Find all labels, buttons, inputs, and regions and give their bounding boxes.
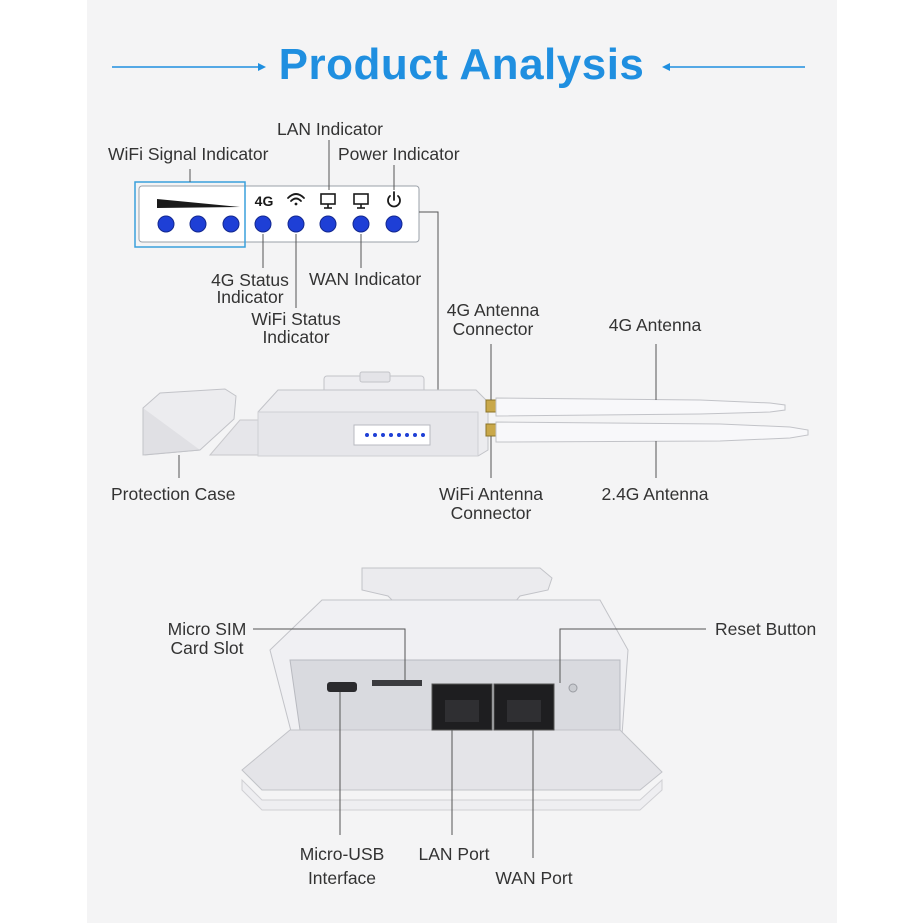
- antenna-4g: [495, 397, 786, 417]
- label-micro-usb-line1: Micro-USB: [299, 844, 385, 864]
- label-wifi-antenna-connector-line2: Connector: [450, 503, 532, 523]
- label-wifi-signal-indicator: WiFi Signal Indicator: [108, 144, 269, 164]
- led-signal-2: [189, 215, 207, 233]
- label-lan-port: LAN Port: [418, 844, 490, 864]
- label-4g-status-line1: 4G Status: [211, 270, 289, 290]
- led-row: [157, 215, 403, 233]
- label-wifi-antenna-connector-line1: WiFi Antenna: [438, 484, 544, 504]
- signal-bars-icon: [157, 199, 240, 208]
- router-side-view: [142, 371, 809, 457]
- label-lan-indicator: LAN Indicator: [276, 119, 384, 139]
- side-view-leaders: [178, 344, 657, 478]
- label-protection-case: Protection Case: [111, 484, 236, 504]
- wifi-icon: [287, 193, 305, 206]
- label-wifi-status-line1: WiFi Status: [251, 309, 341, 329]
- label-4g-antenna-connector-line2: Connector: [452, 319, 534, 339]
- led-signal-1: [157, 215, 175, 233]
- indicator-panel: 4G: [134, 181, 420, 248]
- title-rule-left: [112, 63, 266, 71]
- lan-monitor-icon: [320, 193, 336, 209]
- led-lan: [319, 215, 337, 233]
- label-reset-button: Reset Button: [715, 619, 817, 639]
- power-icon: [387, 191, 401, 208]
- title-rule-right: [662, 63, 805, 71]
- label-wan-port: WAN Port: [495, 868, 573, 888]
- label-micro-sim-line1: Micro SIM: [167, 619, 247, 639]
- reset-button-hole: [568, 683, 578, 693]
- label-wifi-status-line2: Indicator: [262, 327, 330, 347]
- label-4g-antenna-connector-line1: 4G Antenna: [446, 300, 540, 320]
- page-title: Product Analysis: [278, 40, 645, 89]
- bottom-view-leaders: [253, 628, 706, 858]
- wan-monitor-icon: [353, 193, 369, 209]
- led-power: [385, 215, 403, 233]
- router-bottom-view: [241, 567, 663, 811]
- label-wan-indicator: WAN Indicator: [309, 269, 422, 289]
- label-micro-sim-line2: Card Slot: [170, 638, 244, 658]
- led-signal-3: [222, 215, 240, 233]
- micro-usb-port: [327, 682, 357, 692]
- label-2-4g-antenna: 2.4G Antenna: [601, 484, 709, 504]
- led-4g: [254, 215, 272, 233]
- label-power-indicator: Power Indicator: [338, 144, 460, 164]
- led-wifi: [287, 215, 305, 233]
- label-micro-usb-line2: Interface: [307, 868, 377, 888]
- sim-slot: [372, 680, 422, 686]
- led-wan: [352, 215, 370, 233]
- label-4g-status-line2: Indicator: [216, 287, 284, 307]
- 4g-icon: 4G: [255, 193, 274, 209]
- label-4g-antenna: 4G Antenna: [608, 315, 702, 335]
- antenna-2-4g: [495, 421, 809, 443]
